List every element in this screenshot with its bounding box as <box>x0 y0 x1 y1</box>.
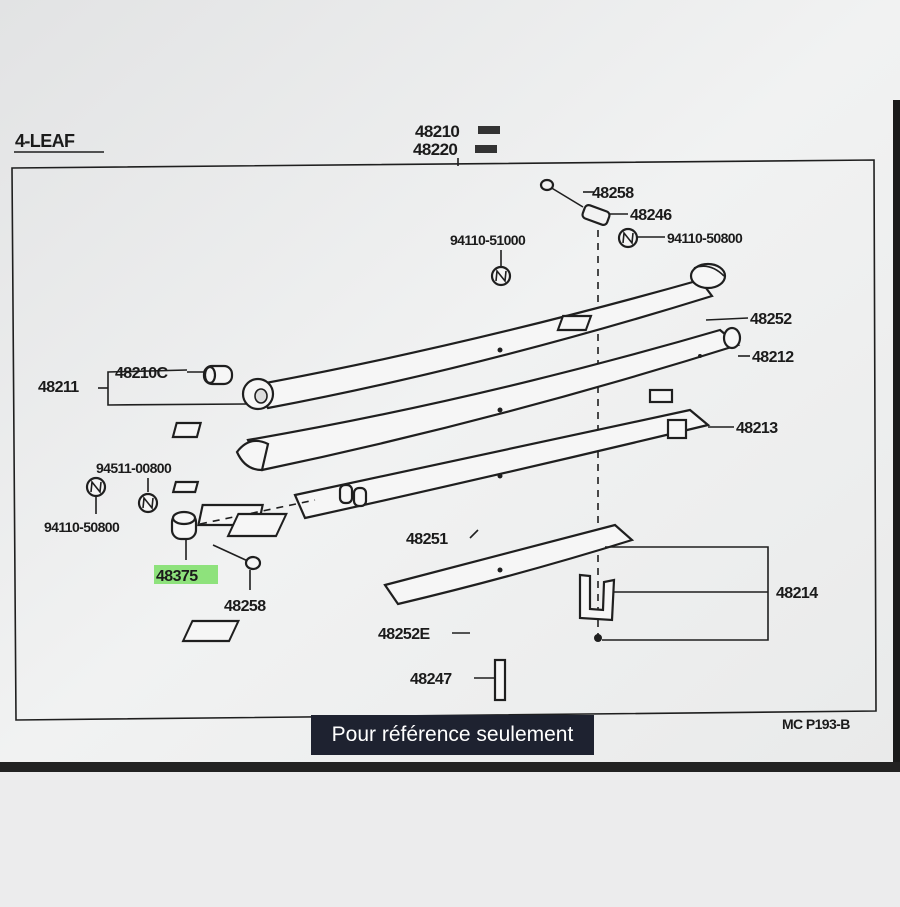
header-suffix-marks <box>478 126 500 134</box>
label-48375: 48375 <box>156 568 198 585</box>
label-48252: 48252 <box>750 311 792 328</box>
bolt-48258-top <box>539 178 584 208</box>
screen-surface <box>0 0 900 770</box>
highlight-48375 <box>154 565 218 584</box>
leaf-48211-main <box>241 262 727 411</box>
bushing-48375 <box>170 510 198 560</box>
nut-94110-51000 <box>490 250 512 287</box>
monitor-edge-right <box>893 100 900 770</box>
diagram-frame <box>11 159 877 721</box>
bracket-48214 <box>602 546 769 641</box>
label-48258-top: 48258 <box>592 185 634 202</box>
page-code: MC P193-B <box>782 716 850 732</box>
leader-48252 <box>705 317 749 321</box>
pad-48252 <box>556 314 593 332</box>
bushing-48210C <box>202 364 234 386</box>
label-94110-50800-top: 94110-50800 <box>667 230 743 246</box>
bushing-axis <box>199 499 316 525</box>
leaf-48214-lower <box>383 523 635 606</box>
nut-94110-top <box>617 227 639 249</box>
label-48214: 48214 <box>776 585 818 602</box>
label-48258-bottom: 48258 <box>224 598 266 615</box>
leaf-48212 <box>235 326 742 472</box>
label-48252E: 48252E <box>378 626 430 643</box>
label-48247: 48247 <box>410 671 452 688</box>
label-94110-51000: 94110-51000 <box>450 232 526 248</box>
leader-48251 <box>469 529 479 539</box>
label-48246: 48246 <box>630 207 672 224</box>
pad-48251 <box>226 512 288 538</box>
label-48212: 48212 <box>752 349 794 366</box>
desk-surface <box>0 772 900 907</box>
label-48210C: 48210C <box>115 365 168 382</box>
header-code-48210: 48210 <box>415 122 459 141</box>
washer-94511 <box>137 478 159 514</box>
label-48211: 48211 <box>38 379 79 396</box>
bushing-48246 <box>581 204 611 226</box>
clamp-48214 <box>578 573 616 642</box>
pad-48252E <box>181 619 241 643</box>
leaf-48213 <box>293 388 711 520</box>
reference-caption: Pour référence seulement <box>311 715 594 755</box>
bolt-48258-bottom <box>212 544 262 590</box>
header-suffix-marks-2 <box>475 145 497 153</box>
diagram-heading: 4-LEAF <box>15 131 75 151</box>
label-48213: 48213 <box>736 420 778 437</box>
pad-leaf2 <box>171 421 203 439</box>
bolt-48247 <box>474 658 507 702</box>
label-94110-50800-left: 94110-50800 <box>44 519 120 535</box>
monitor-bezel-bottom <box>0 762 900 772</box>
nut-94110-left <box>85 476 107 514</box>
label-94511-00800: 94511-00800 <box>96 460 172 476</box>
label-48251: 48251 <box>406 531 448 548</box>
header-code-48220: 48220 <box>413 140 457 159</box>
